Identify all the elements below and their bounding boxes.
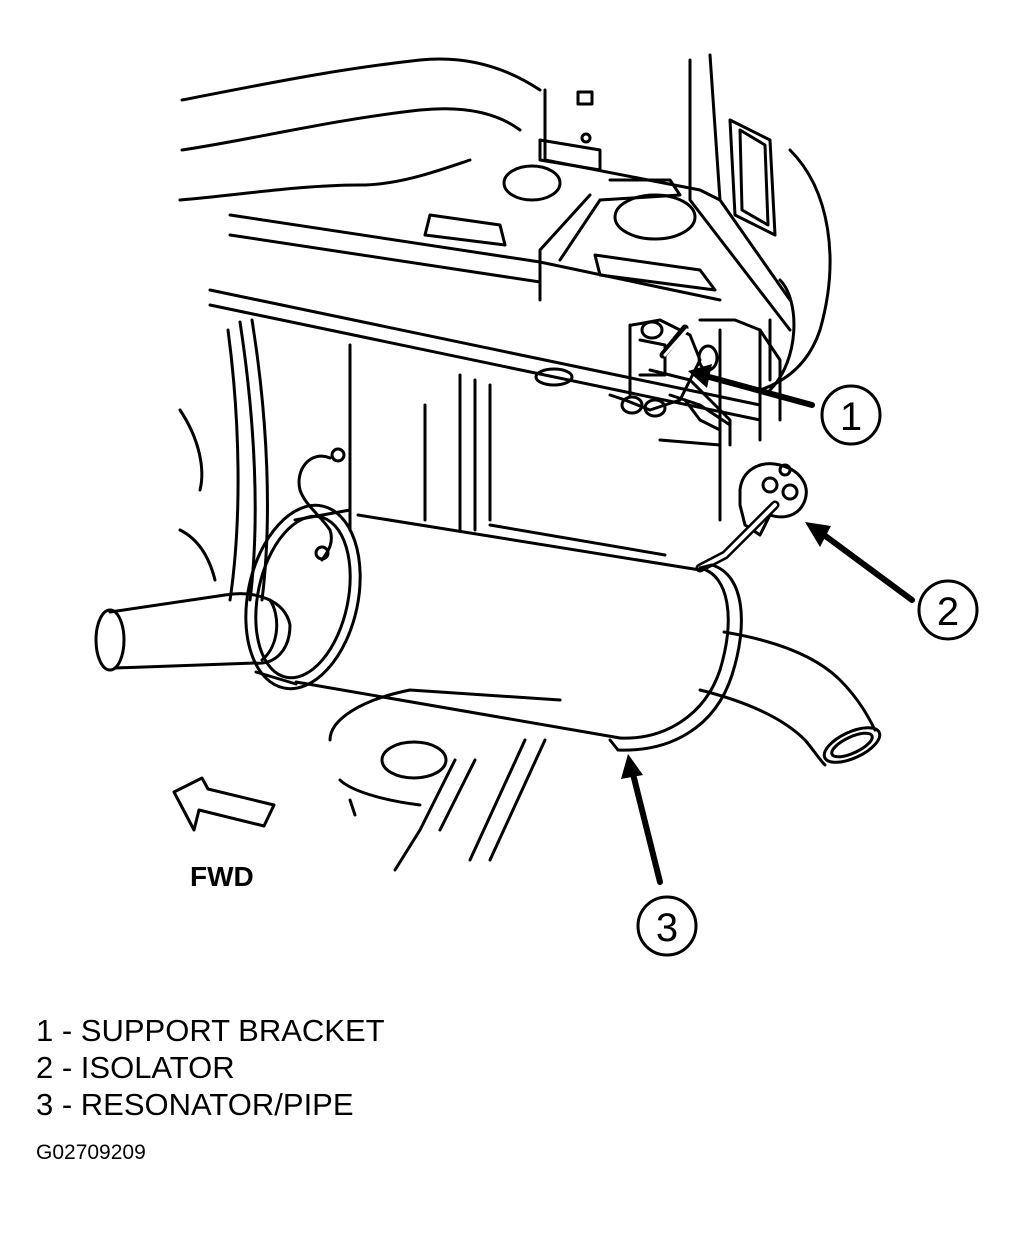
- callout-2: 2: [917, 579, 979, 641]
- leader-arrow-2: [817, 529, 915, 603]
- isolator-drawing: [695, 462, 808, 573]
- leader-arrow-1: [699, 372, 815, 408]
- resonator-body-drawing: [244, 503, 743, 752]
- inlet-pipe-drawing: [94, 592, 292, 672]
- callout-1-number: 1: [840, 395, 862, 439]
- tailpipe-drawing: [698, 630, 882, 767]
- figure-id: G02709209: [36, 1141, 146, 1164]
- leader-arrowhead-3: [621, 754, 643, 779]
- callout-1: 1: [820, 384, 882, 446]
- forward-arrow-icon: [172, 776, 276, 832]
- legend: 1 - SUPPORT BRACKET 2 - ISOLATOR 3 - RES…: [36, 1012, 385, 1123]
- legend-item-support-bracket: 1 - SUPPORT BRACKET: [36, 1013, 385, 1048]
- legend-item-resonator-pipe: 3 - RESONATOR/PIPE: [36, 1087, 354, 1122]
- legend-item-isolator: 2 - ISOLATOR: [36, 1050, 235, 1085]
- leader-arrow-3: [629, 767, 663, 885]
- hanger-wire-drawing: [297, 447, 346, 562]
- callout-3: 3: [636, 895, 698, 957]
- leader-arrowhead-2: [805, 522, 831, 547]
- callout-2-number: 2: [937, 590, 959, 634]
- callout-leaders: [629, 372, 915, 885]
- callout-3-number: 3: [656, 906, 678, 950]
- direction-label: FWD: [190, 861, 254, 892]
- leader-arrowhead-1: [688, 364, 712, 388]
- vehicle-underbody: [178, 53, 832, 872]
